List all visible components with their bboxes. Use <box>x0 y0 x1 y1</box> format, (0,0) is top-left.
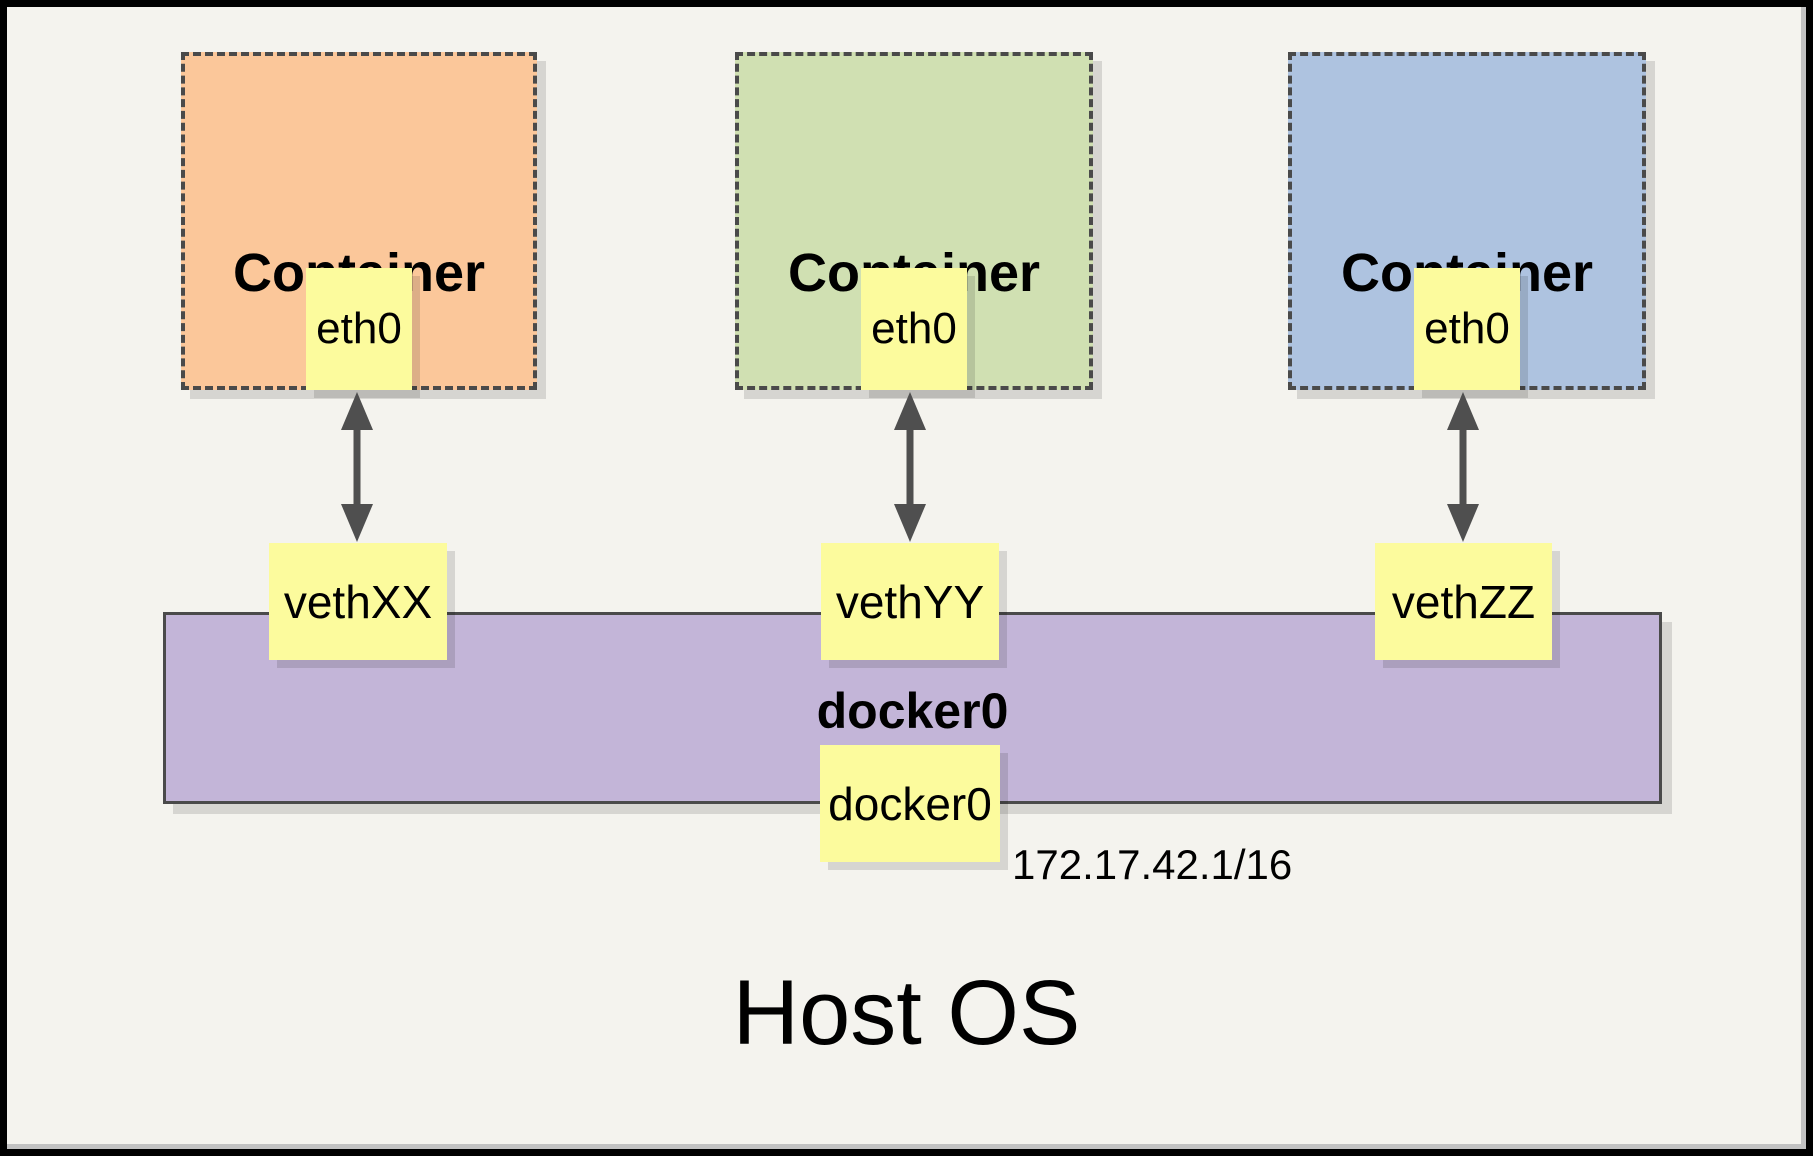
frame-inner-edge-bottom <box>7 1144 1806 1149</box>
container-1-eth0-label: eth0 <box>316 304 402 353</box>
container-box-2: Container eth0 <box>735 52 1093 390</box>
docker0-interface: docker0 <box>820 745 1000 862</box>
container-box-1: Container eth0 <box>181 52 537 390</box>
vethxx-label: vethXX <box>283 575 433 628</box>
double-arrow-icon <box>894 392 926 542</box>
vethzz-interface: vethZZ <box>1375 543 1552 660</box>
vethzz-label: vethZZ <box>1391 575 1536 628</box>
docker0-interface-label: docker0 <box>828 777 992 830</box>
container-1-eth0-interface: eth0 <box>306 268 412 390</box>
frame-inner-edge-right <box>1801 7 1806 1149</box>
docker0-bridge-title: docker0 <box>816 683 1009 739</box>
vethyy-label: vethYY <box>835 575 985 628</box>
vethyy-interface: vethYY <box>821 543 999 660</box>
double-arrow-icon <box>341 392 373 542</box>
container-box-3: Container eth0 <box>1288 52 1646 390</box>
bridge-ip-address: 172.17.42.1/16 <box>1012 841 1293 888</box>
container-3-eth0-label: eth0 <box>1424 304 1510 353</box>
double-arrow-icon <box>1447 392 1479 542</box>
host-os-label: Host OS <box>732 962 1081 1064</box>
container-2-eth0-label: eth0 <box>871 304 957 353</box>
container-3-eth0-interface: eth0 <box>1414 268 1520 390</box>
vethxx-interface: vethXX <box>269 543 447 660</box>
container-2-eth0-interface: eth0 <box>861 268 967 390</box>
